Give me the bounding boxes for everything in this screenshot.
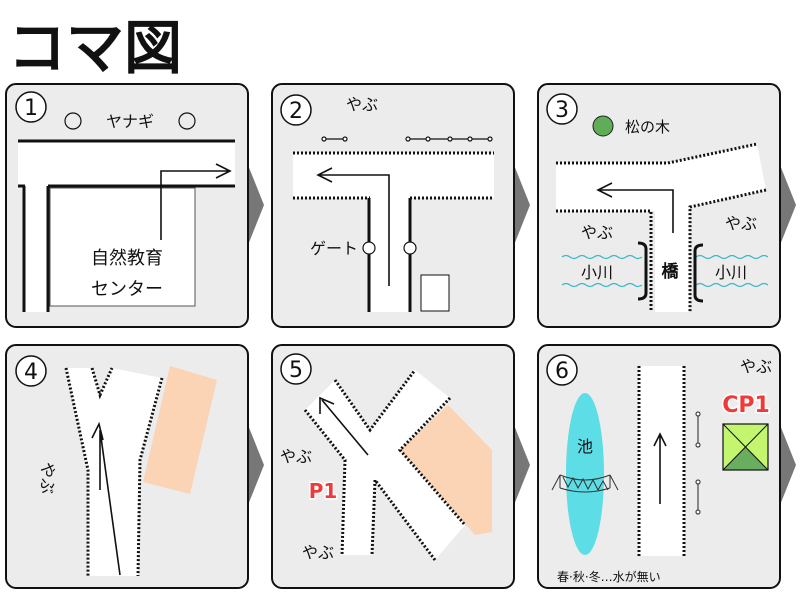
route-arrow-icon xyxy=(160,163,232,240)
pond-label: 池 xyxy=(577,437,593,456)
step-number: 4 xyxy=(24,360,38,385)
bush-label: やぶ xyxy=(346,95,378,114)
hut-icon xyxy=(420,274,450,312)
step-number: 6 xyxy=(555,359,569,384)
route-arrow-icon xyxy=(91,421,121,576)
suspension-bridge-icon xyxy=(551,474,619,493)
next-arrow-icon xyxy=(514,165,530,245)
next-arrow-icon xyxy=(514,425,530,505)
page-title: コマ図 xyxy=(8,14,182,82)
panel-1: 1 ヤナギ 自然教育 センター xyxy=(5,83,249,328)
pine-tree-icon xyxy=(592,115,614,137)
gate-post-icon xyxy=(403,241,417,255)
bush-label: やぶ xyxy=(740,357,772,376)
step-number: 1 xyxy=(24,96,38,121)
step-number: 2 xyxy=(289,99,303,124)
step-arrows xyxy=(248,165,796,505)
willow-label: ヤナギ xyxy=(106,112,154,131)
bridge-label: 橋 xyxy=(662,261,680,282)
point-label: P1 xyxy=(309,479,338,503)
bush-label: やぶ xyxy=(725,214,757,233)
bush-label: やぶ xyxy=(38,462,57,494)
stream-wave xyxy=(561,254,643,260)
willow-tree-icon xyxy=(64,112,82,130)
panel-3: 3 松の木 やぶ やぶ 小川 小川 橋 xyxy=(537,83,781,328)
checkpoint-flag-icon xyxy=(722,423,769,471)
step-number-badge xyxy=(15,91,47,123)
pond-note: 春·秋·冬…水が無い xyxy=(557,569,661,584)
pine-label: 松の木 xyxy=(625,118,670,136)
fence-icon xyxy=(321,136,493,142)
panel-6: 6 池 やぶ CP1 春·秋·冬…水が無い xyxy=(537,344,781,589)
fence-icon xyxy=(695,411,701,515)
next-arrow-icon xyxy=(780,425,796,505)
checkpoint-label: CP1 xyxy=(722,393,770,418)
route-arrow-icon xyxy=(316,167,390,286)
bush-label: やぶ xyxy=(280,447,312,466)
next-arrow-icon xyxy=(248,425,264,505)
step-number: 5 xyxy=(289,358,303,383)
gate-label: ゲート xyxy=(310,239,358,258)
peach-area xyxy=(143,366,217,494)
next-arrow-icon xyxy=(248,165,264,245)
panel-5: 5 やぶ やぶ P1 xyxy=(271,344,515,589)
bridge-bracket xyxy=(637,241,648,301)
building-label: 自然教育 xyxy=(91,248,163,269)
pond xyxy=(566,393,604,555)
step-number: 3 xyxy=(555,98,569,123)
route-arrow-icon xyxy=(653,432,667,504)
willow-tree-icon xyxy=(178,112,196,130)
bush-label: やぶ xyxy=(581,223,613,242)
next-arrow-icon xyxy=(780,165,796,245)
panel-2: 2 やぶ ゲート xyxy=(271,83,515,328)
peach-area xyxy=(400,405,492,535)
route-arrow-icon xyxy=(319,396,369,456)
bush-label: やぶ xyxy=(302,543,334,562)
nature-center-building xyxy=(49,187,196,307)
route-arrow-icon xyxy=(596,182,674,233)
building-label: センター xyxy=(91,279,163,300)
panel-4: 4 やぶ xyxy=(5,344,249,589)
gate-post-icon xyxy=(362,241,376,255)
stream-label: 小川 xyxy=(581,263,613,282)
stream-label: 小川 xyxy=(715,263,747,282)
